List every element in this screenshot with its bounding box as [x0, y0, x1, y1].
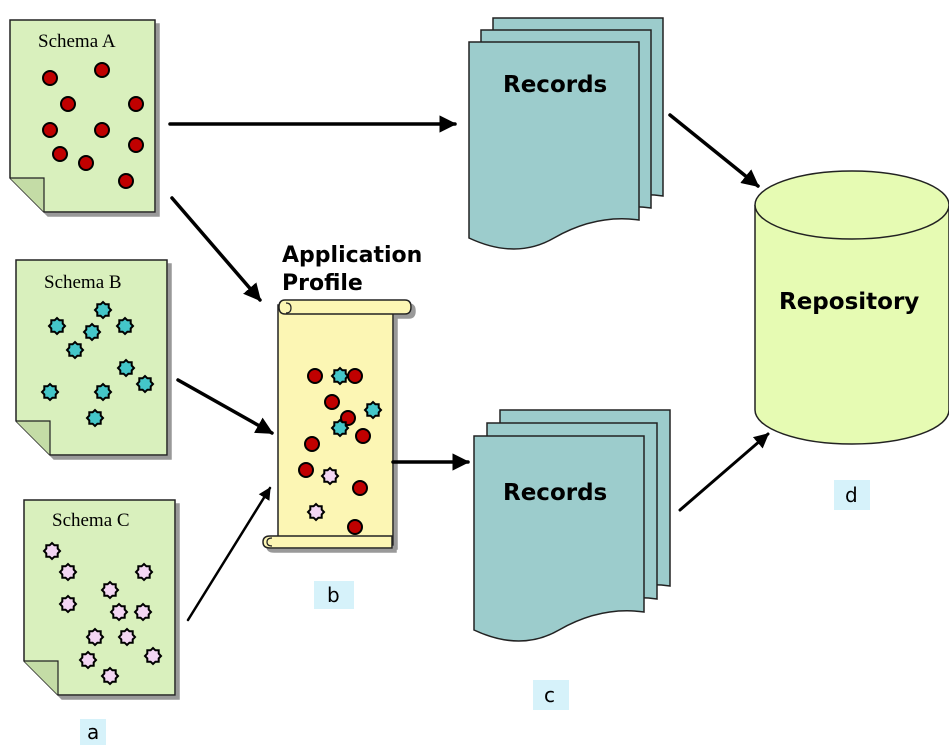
schema-b-page — [15, 259, 168, 456]
arrow-records-to-repository — [668, 113, 760, 188]
profile-title-line1: Application — [282, 243, 422, 268]
tag-c-label: c — [544, 683, 555, 707]
schema-c-page — [23, 499, 176, 696]
scroll-bottom-roll — [262, 535, 393, 549]
schema-c-element-dot — [100, 580, 120, 600]
schema-a-elements — [42, 62, 144, 189]
records-top-stack: Records — [468, 17, 664, 250]
tag-b-box — [314, 581, 354, 609]
repository-cylinder: Repository — [754, 170, 949, 445]
profile-element-dot-red — [307, 368, 323, 384]
profile-element-dot-red — [347, 519, 363, 535]
schema-a-element-dot — [52, 146, 68, 162]
schema-a-element-dot — [128, 96, 144, 112]
schema-c-element-dot — [58, 562, 78, 582]
profile-title-line2: Profile — [282, 271, 363, 296]
records-bottom-stack: Records — [473, 409, 671, 642]
schema-b-element-dot — [47, 316, 67, 336]
schema-b-element-dot — [82, 322, 102, 342]
profile-element-dot-pink — [320, 466, 340, 486]
schema-b-elements — [40, 300, 155, 428]
records-bottom-label: Records — [503, 480, 607, 506]
repository-top — [754, 170, 949, 240]
profile-element-dot-red — [355, 428, 371, 444]
schema-a-element-dot — [42, 70, 58, 86]
repository-body — [754, 205, 949, 445]
tag-d: d — [834, 480, 870, 510]
schema-b-label: Schema B — [44, 272, 122, 293]
arrow-records-to-repository-lower — [678, 432, 770, 512]
schema-b-element-dot — [116, 358, 136, 378]
schema-c-element-dot — [58, 594, 78, 614]
schema-a-element-dot — [60, 96, 76, 112]
tag-a-label: a — [87, 720, 99, 744]
schema-a-page — [9, 19, 156, 213]
records-bottom-page-1 — [473, 435, 645, 642]
tag-b: b — [314, 581, 354, 609]
profile-element-dot-red — [298, 462, 314, 478]
scroll-top-roll — [278, 299, 412, 315]
scroll-top-curl — [285, 302, 292, 314]
tag-c-box — [533, 680, 569, 710]
profile-element-dot-red — [304, 436, 320, 452]
schema-c-fold — [24, 660, 59, 695]
scroll-bottom-curl — [266, 537, 273, 547]
schema-c-element-dot — [133, 602, 153, 622]
tag-c: c — [533, 680, 569, 710]
schema-c-element-dot — [78, 650, 98, 670]
schema-a-element-dot — [118, 173, 134, 189]
arrow-schema-b-to-profile — [176, 378, 274, 435]
schema-a-element-dot — [78, 155, 94, 171]
schema-b-fold — [16, 420, 51, 455]
arrows — [168, 113, 770, 622]
schema-b-element-dot — [85, 408, 105, 428]
schema-b-element-dot — [93, 300, 113, 320]
profile-elements — [298, 366, 383, 535]
tag-d-label: d — [845, 483, 858, 507]
schema-c-element-dot — [117, 627, 137, 647]
schema-b-element-dot — [40, 382, 60, 402]
schema-c-document: Schema C — [23, 499, 176, 696]
schema-a-document: Schema A — [9, 19, 156, 213]
profile-element-dot-cyan — [363, 400, 383, 420]
schema-a-fold — [10, 177, 45, 212]
profile-element-dot-cyan — [330, 366, 350, 386]
schema-a-element-dot — [94, 62, 110, 78]
records-top-label: Records — [503, 72, 607, 98]
schema-c-element-dot — [85, 627, 105, 647]
schema-b-element-dot — [135, 374, 155, 394]
schema-a-element-dot — [42, 122, 58, 138]
schema-b-element-dot — [65, 340, 85, 360]
schema-a-label: Schema A — [38, 31, 116, 52]
schema-b-document: Schema B — [15, 259, 168, 456]
tag-d-box — [834, 480, 870, 510]
repository-label: Repository — [779, 289, 919, 315]
arrow-schema-c-to-profile — [186, 486, 272, 622]
schema-c-element-dot — [42, 541, 62, 561]
arrow-schema-a-to-profile — [170, 196, 262, 302]
profile-element-dot-red — [347, 368, 363, 384]
schema-c-elements — [42, 541, 163, 686]
schema-a-element-dot — [128, 137, 144, 153]
schema-c-element-dot — [100, 666, 120, 686]
schema-c-label: Schema C — [52, 510, 130, 531]
schema-b-element-dot — [93, 382, 113, 402]
schema-c-element-dot — [143, 646, 163, 666]
tag-a: a — [80, 719, 106, 745]
profile-element-dot-red — [352, 480, 368, 496]
application-profile-scroll — [262, 299, 412, 549]
profile-element-dot-cyan — [330, 418, 350, 438]
schema-c-element-dot — [134, 562, 154, 582]
schema-b-element-dot — [115, 316, 135, 336]
tag-a-box — [80, 719, 106, 745]
schema-c-element-dot — [109, 602, 129, 622]
records-top-page-1 — [468, 41, 640, 250]
profile-element-dot-red — [324, 394, 340, 410]
profile-element-dot-pink — [306, 502, 326, 522]
tag-b-label: b — [327, 583, 340, 607]
schema-a-element-dot — [94, 122, 110, 138]
